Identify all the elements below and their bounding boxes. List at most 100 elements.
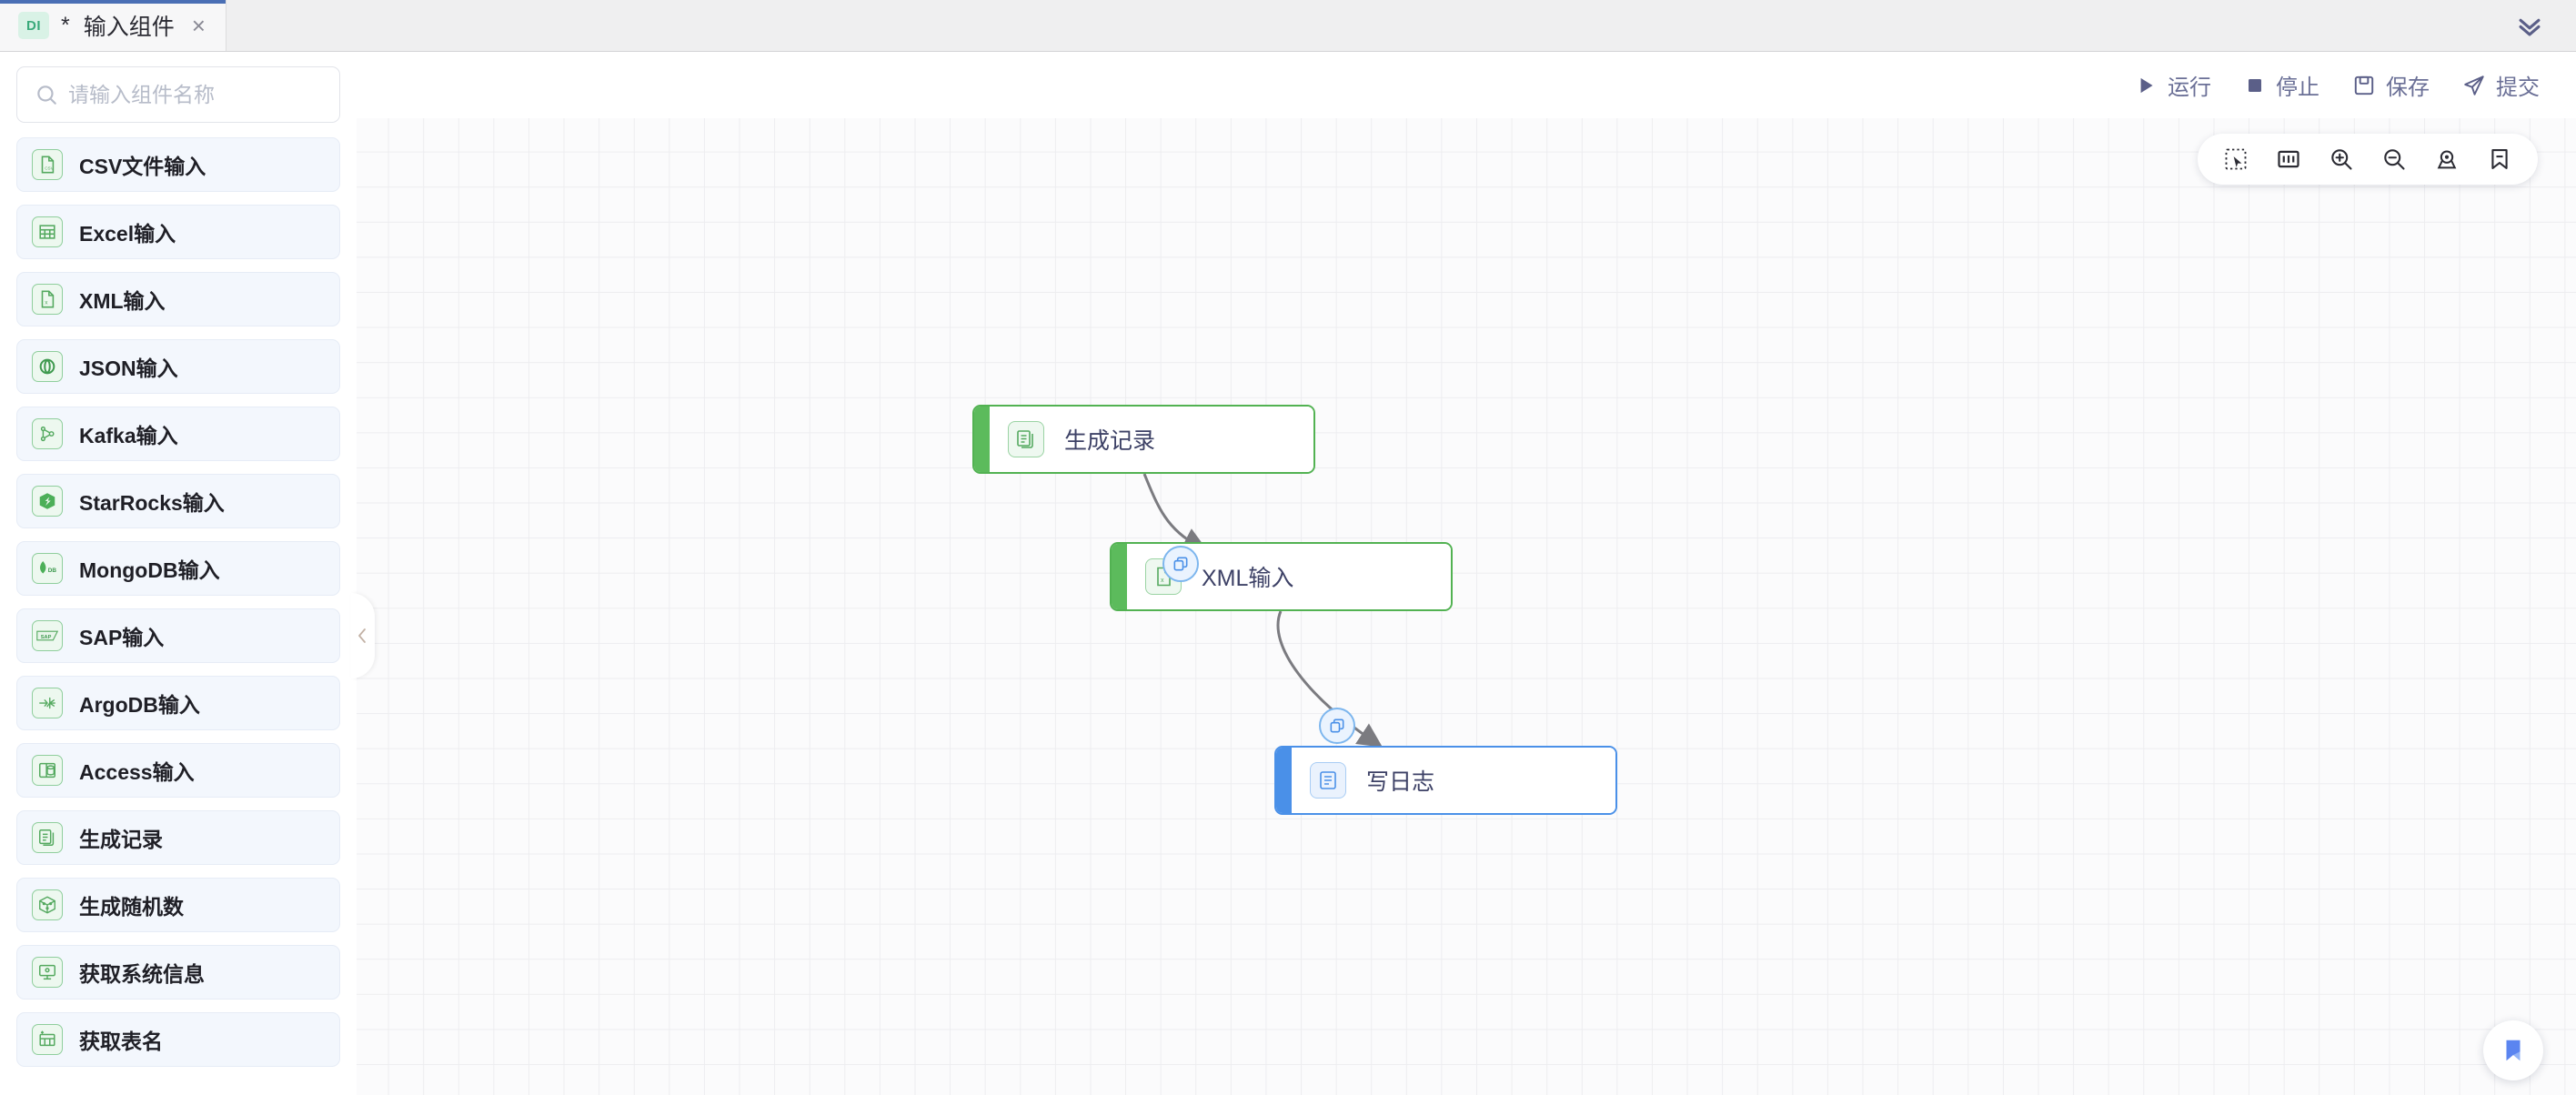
kafka-icon — [32, 418, 63, 449]
component-palette-sidebar: CSV CSV文件输入 Excel输入 x XML输 — [0, 52, 357, 1095]
palette-item-label: MongoDB输入 — [79, 558, 220, 582]
node-body: 写日志 — [1292, 748, 1615, 813]
flow-node-xml-input[interactable]: x XML输入 — [1110, 542, 1453, 611]
palette-item-generate-random-number[interactable]: 生成随机数 — [16, 878, 340, 932]
generate-records-icon — [1008, 421, 1044, 457]
svg-text:x: x — [1161, 578, 1164, 584]
copy-icon — [1330, 718, 1344, 733]
palette-item-generate-records[interactable]: 生成记录 — [16, 810, 340, 865]
palette-item-label: SAP输入 — [79, 626, 165, 649]
palette-item-label: Excel输入 — [79, 222, 176, 246]
save-label: 保存 — [2386, 75, 2430, 100]
excel-table-icon — [32, 216, 63, 247]
palette-list: CSV CSV文件输入 Excel输入 x XML输 — [16, 137, 340, 1067]
zoom-in-icon[interactable] — [2329, 146, 2354, 172]
node-label: 写日志 — [1366, 769, 1435, 795]
submit-button[interactable]: 提交 — [2462, 69, 2540, 101]
palette-item-json-input[interactable]: JSON输入 — [16, 339, 340, 394]
chevron-left-icon — [358, 628, 366, 643]
mongodb-icon: DB — [32, 553, 63, 584]
palette-item-mongodb-input[interactable]: DB MongoDB输入 — [16, 541, 340, 596]
svg-text:DB: DB — [48, 568, 57, 574]
palette-item-label: 生成随机数 — [79, 895, 184, 919]
flow-node-write-log[interactable]: 写日志 — [1274, 746, 1617, 815]
xml-file-icon: x — [32, 284, 63, 315]
run-label: 运行 — [2168, 75, 2211, 100]
svg-text:CSV: CSV — [45, 166, 54, 171]
starrocks-icon — [32, 486, 63, 517]
edge-badge-1[interactable] — [1162, 546, 1199, 582]
save-button[interactable]: 保存 — [2352, 69, 2430, 101]
system-info-monitor-icon — [32, 957, 63, 988]
workflow-toolbar: 运行 停止 保存 提交 — [357, 52, 2576, 118]
json-icon — [32, 351, 63, 382]
palette-item-label: ArgoDB输入 — [79, 693, 200, 717]
palette-item-label: Access输入 — [79, 760, 195, 784]
workspace: 运行 停止 保存 提交 — [357, 52, 2576, 1095]
edge-badge-2[interactable] — [1319, 708, 1355, 744]
select-marquee-icon[interactable] — [2223, 146, 2249, 172]
node-accent-bar — [1276, 748, 1292, 813]
palette-item-kafka-input[interactable]: Kafka输入 — [16, 407, 340, 461]
edge-layer — [1142, 473, 1384, 748]
palette-item-sap-input[interactable]: SAP SAP输入 — [16, 608, 340, 663]
palette-item-starrocks-input[interactable]: StarRocks输入 — [16, 474, 340, 528]
node-label: 生成记录 — [1064, 428, 1156, 454]
csv-file-icon: CSV — [32, 149, 63, 180]
stop-label: 停止 — [2276, 75, 2319, 100]
palette-item-label: 获取表名 — [79, 1030, 163, 1053]
close-icon[interactable]: × — [191, 12, 206, 39]
bookmark-fab-button[interactable] — [2483, 1020, 2543, 1080]
palette-item-xml-input[interactable]: x XML输入 — [16, 272, 340, 326]
get-table-name-icon — [32, 1024, 63, 1055]
locate-minimap-icon[interactable] — [2434, 146, 2460, 172]
submit-label: 提交 — [2496, 75, 2540, 100]
sap-icon: SAP — [32, 620, 63, 651]
tab-type-badge: DI — [18, 12, 49, 39]
edge-1 — [1142, 473, 1208, 551]
palette-item-csv-input[interactable]: CSV CSV文件输入 — [16, 137, 340, 192]
node-body: 生成记录 — [990, 407, 1313, 472]
svg-text:SAP: SAP — [41, 635, 52, 640]
palette-item-access-input[interactable]: Access输入 — [16, 743, 340, 798]
fit-to-screen-icon[interactable] — [2276, 146, 2301, 172]
copy-icon — [1173, 557, 1188, 571]
save-floppy-icon — [2354, 75, 2374, 95]
node-label: XML输入 — [1202, 566, 1294, 591]
palette-item-get-table-name[interactable]: 获取表名 — [16, 1012, 340, 1067]
bookmark-flag-icon — [2506, 1040, 2521, 1061]
node-accent-bar — [974, 407, 990, 472]
palette-item-label: XML输入 — [79, 289, 166, 313]
search-input[interactable] — [16, 66, 340, 123]
stop-icon — [2249, 78, 2261, 92]
generate-records-icon — [32, 822, 63, 853]
access-icon — [32, 755, 63, 786]
flow-canvas[interactable]: 生成记录 x XML输入 — [357, 118, 2576, 1095]
stop-button[interactable]: 停止 — [2244, 69, 2319, 101]
bookmark-icon[interactable] — [2487, 146, 2512, 172]
tab-bar-spacer — [226, 0, 2514, 51]
palette-item-label: 获取系统信息 — [79, 962, 205, 986]
palette-item-excel-input[interactable]: Excel输入 — [16, 205, 340, 259]
double-chevron-down-icon[interactable] — [2514, 10, 2545, 41]
palette-item-argodb-input[interactable]: ArgoDB输入 — [16, 676, 340, 730]
tab-bar-actions — [2514, 0, 2576, 51]
search-container — [16, 66, 340, 123]
write-log-icon — [1310, 762, 1346, 799]
play-icon — [2140, 77, 2153, 93]
svg-text:x: x — [45, 300, 48, 306]
tab-input-components[interactable]: DI * 输入组件 × — [0, 0, 226, 51]
palette-item-label: StarRocks输入 — [79, 491, 225, 515]
palette-item-label: JSON输入 — [79, 357, 178, 380]
flow-node-generate-records[interactable]: 生成记录 — [972, 405, 1315, 474]
palette-item-label: Kafka输入 — [79, 424, 178, 447]
node-accent-bar — [1112, 544, 1127, 609]
sidebar-collapse-handle[interactable] — [351, 593, 375, 678]
random-number-dice-icon — [32, 889, 63, 920]
tab-modified-marker: * — [61, 12, 70, 38]
argodb-icon — [32, 688, 63, 718]
canvas-tool-island — [2198, 134, 2538, 185]
zoom-out-icon[interactable] — [2381, 146, 2407, 172]
palette-item-get-system-info[interactable]: 获取系统信息 — [16, 945, 340, 1000]
run-button[interactable]: 运行 — [2134, 69, 2211, 101]
